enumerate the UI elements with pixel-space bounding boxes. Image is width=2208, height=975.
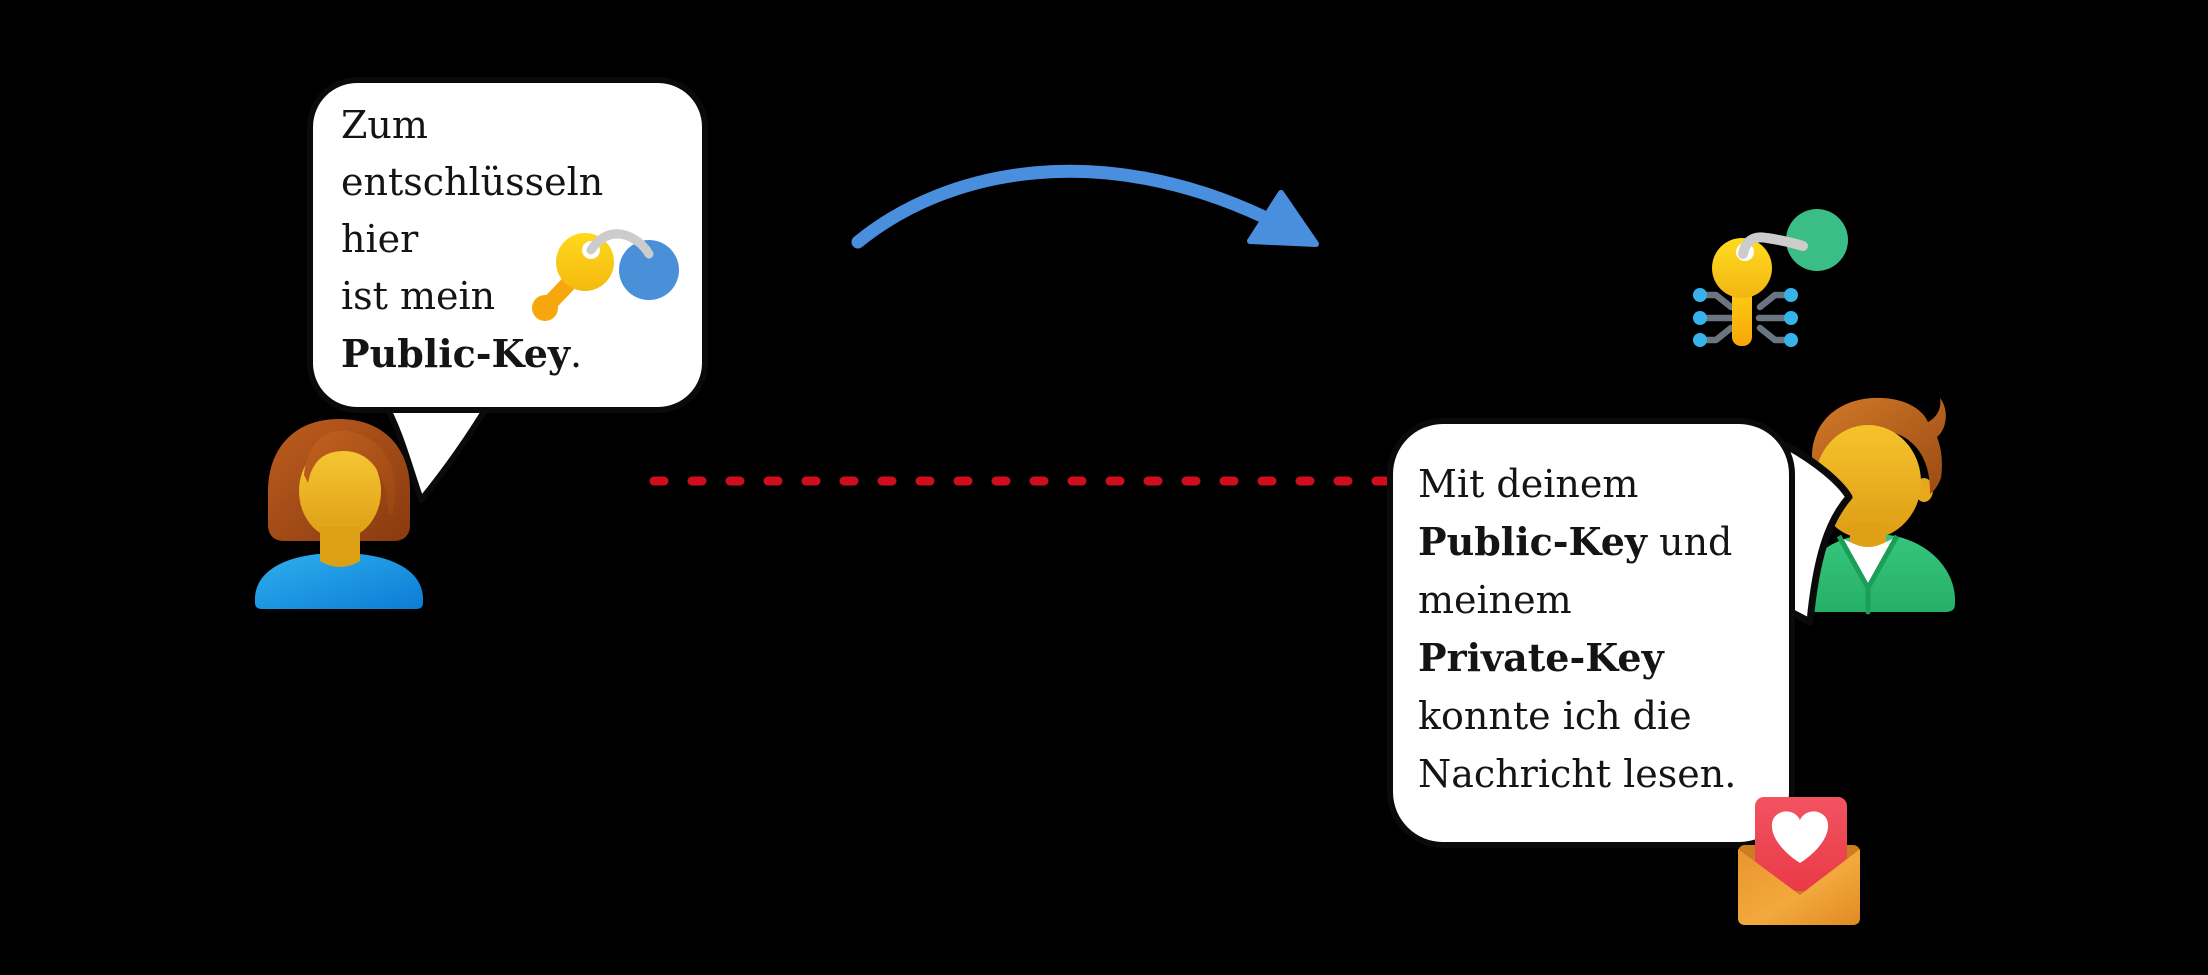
private-key-digital-icon xyxy=(1693,209,1848,347)
dashed-line xyxy=(649,476,1395,486)
woman-avatar xyxy=(255,419,423,609)
man-hair xyxy=(1812,397,1946,494)
woman-neck xyxy=(320,527,360,567)
heart-icon xyxy=(1771,811,1829,863)
man-neck xyxy=(1850,522,1886,547)
woman-fringe xyxy=(304,430,395,515)
circuit-nodes xyxy=(1693,288,1798,347)
public-key-icon xyxy=(532,229,679,321)
green-tag xyxy=(1786,209,1848,271)
man-collar xyxy=(1839,536,1897,588)
circuit-traces xyxy=(1699,291,1792,344)
digital-key-head xyxy=(1712,238,1772,298)
speech-tail-bob xyxy=(1783,442,1853,626)
woman-shirt xyxy=(255,553,423,609)
love-letter-icon xyxy=(1738,797,1860,925)
envelope-pocket xyxy=(1738,849,1860,925)
curved-arrow-icon xyxy=(851,164,1319,249)
man-avatar xyxy=(1795,397,1955,615)
key-fob-blue xyxy=(619,240,679,300)
woman-face xyxy=(299,443,381,539)
speech-tail-alice xyxy=(380,397,494,503)
